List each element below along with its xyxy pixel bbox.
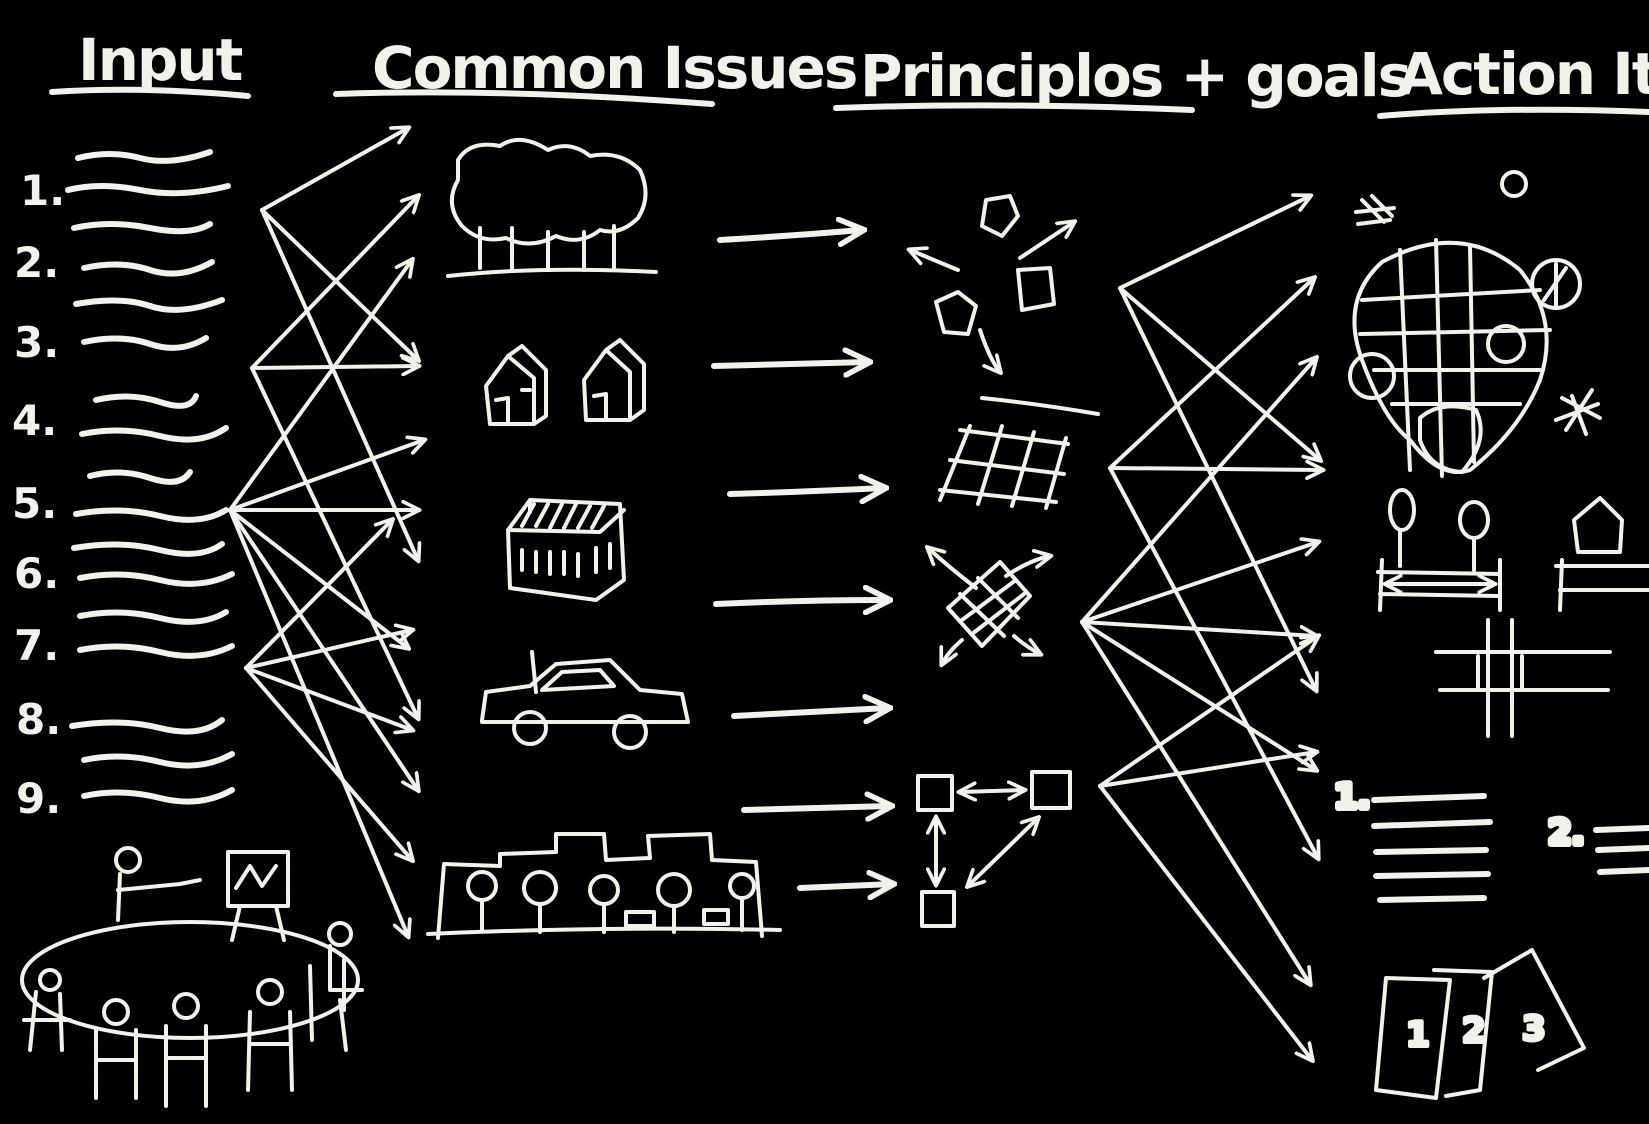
list-label: 2. — [1548, 813, 1585, 853]
sheets-icon: 1 2 3 — [1374, 948, 1586, 1100]
list-icons: 1. 2. — [1331, 774, 1649, 903]
input-number: 1. — [20, 166, 65, 215]
input-number: 2. — [14, 238, 59, 287]
actions-title: Action Items — [1398, 40, 1649, 108]
principles-to-actions-arrows — [1080, 196, 1322, 1060]
input-number: 9. — [16, 774, 61, 823]
sheet-label: 3 — [1522, 1009, 1546, 1049]
input-number: 8. — [16, 695, 61, 744]
principles-header: Principlos + goals — [833, 42, 1412, 113]
streetscape-icon — [426, 832, 782, 940]
flow-diagram-icon — [910, 194, 1074, 372]
input-header: Input — [49, 26, 251, 99]
houses-icon — [484, 338, 646, 426]
list-label: 1. — [1334, 777, 1371, 817]
input-number: 7. — [14, 621, 59, 670]
input-number: 3. — [14, 318, 59, 367]
meeting-illustration — [20, 846, 364, 1108]
sheet-label: 2 — [1462, 1011, 1486, 1051]
input-title: Input — [78, 26, 243, 94]
input-number: 4. — [12, 396, 57, 445]
building-icon — [506, 498, 626, 602]
street-section-icon — [1376, 488, 1649, 612]
input-number: 5. — [12, 479, 57, 528]
crossroads-icon — [928, 548, 1050, 664]
issues-header: Common Issues — [333, 34, 858, 107]
intersection-icon — [1434, 618, 1612, 738]
sheet-label: 1 — [1406, 1015, 1430, 1055]
actions-header: Action Items — [1377, 40, 1649, 119]
input-to-issues-arrows — [228, 128, 424, 936]
issues-to-principles-arrows — [711, 230, 892, 888]
network-icon — [916, 770, 1072, 928]
input-scribble-lines — [65, 149, 235, 805]
principles-title: Principlos + goals — [860, 42, 1410, 110]
input-list: 1. 2. 3. 4. 5. 6. 7. 8. 9. — [12, 149, 235, 823]
car-icon — [480, 650, 690, 750]
grid-icon — [938, 396, 1100, 510]
input-number: 6. — [14, 549, 59, 598]
master-plan-icon — [1348, 170, 1602, 478]
trees-icon — [446, 138, 658, 278]
